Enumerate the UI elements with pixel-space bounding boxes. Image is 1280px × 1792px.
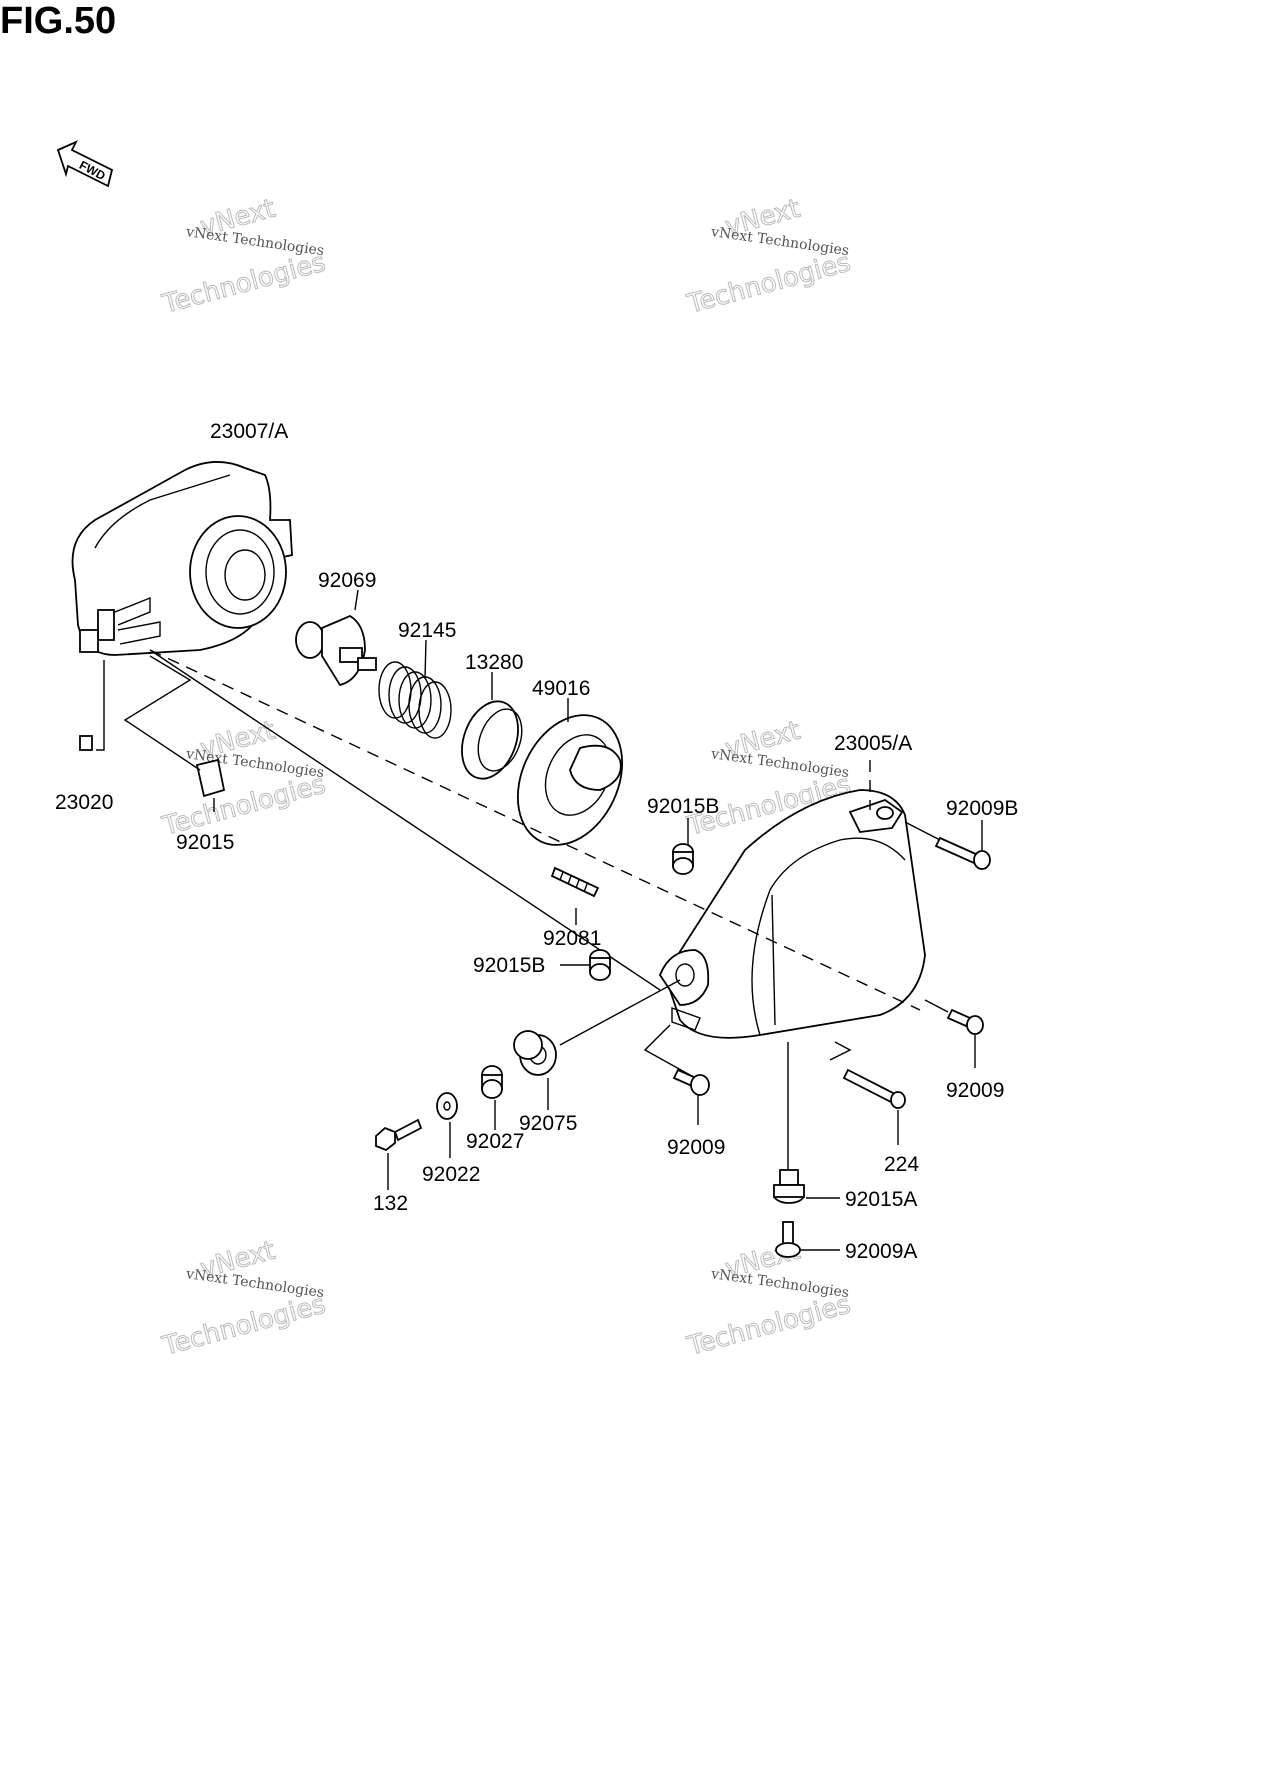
label-92009b: 92009B <box>946 797 1018 820</box>
label-92075: 92075 <box>519 1112 577 1135</box>
leader-grommet-axis <box>559 979 681 1046</box>
collar-92027 <box>481 1065 503 1099</box>
watermark-technologies: Technologies <box>684 248 854 320</box>
label-92015b-top: 92015B <box>647 795 719 818</box>
grommet-92075 <box>513 1030 557 1076</box>
nut-23020 <box>79 735 93 751</box>
label-23020: 23020 <box>55 791 113 814</box>
headlight-case <box>658 789 926 1039</box>
headlight-housing <box>71 461 293 656</box>
assembly-axis-line <box>149 649 661 991</box>
label-92015a: 92015A <box>845 1188 917 1211</box>
label-92081: 92081 <box>543 927 601 950</box>
collar-92015a <box>773 1169 805 1204</box>
label-92069: 92069 <box>318 569 376 592</box>
label-92009a: 92009A <box>845 1240 917 1263</box>
bolt-92009b <box>934 836 991 870</box>
rubber-boot <box>516 714 624 846</box>
label-92015: 92015 <box>176 831 234 854</box>
watermark-bottom-right: vNext vNext Technologies Technologies <box>683 1235 854 1362</box>
clip-92015 <box>195 758 226 798</box>
label-92145: 92145 <box>398 619 456 642</box>
bulb <box>295 614 377 687</box>
watermark-top-right: vNext vNext Technologies Technologies <box>683 193 854 320</box>
adjuster-screw <box>550 866 600 898</box>
screw-224 <box>842 1068 906 1109</box>
label-92022: 92022 <box>422 1163 480 1186</box>
figure-title: FIG.50 <box>0 0 117 42</box>
label-23005a: 23005/A <box>834 732 912 755</box>
label-92009-center: 92009 <box>667 1136 725 1159</box>
spring <box>378 661 452 739</box>
leader-92015-bracket <box>123 655 201 771</box>
watermark-technologies: Technologies <box>684 1290 854 1362</box>
collar-92015b-top <box>672 843 694 875</box>
watermark-top-left: vNext vNext Technologies Technologies <box>158 193 329 320</box>
washer-92022 <box>436 1092 458 1120</box>
label-92015b-mid: 92015B <box>473 954 545 977</box>
leader-92009-right-axis <box>924 999 949 1013</box>
label-224: 224 <box>884 1153 919 1176</box>
watermark-bottom-left: vNext vNext Technologies Technologies <box>158 1235 329 1362</box>
label-49016: 49016 <box>532 677 590 700</box>
watermark-mid-left: vNext vNext Technologies Technologies <box>158 715 329 842</box>
assembly-axis-dashed <box>149 649 921 1011</box>
watermark-technologies: Technologies <box>159 1290 329 1362</box>
leader-92009b-axis <box>904 821 941 841</box>
leader-92009-center-bracket <box>643 1024 691 1076</box>
label-92009-right: 92009 <box>946 1079 1004 1102</box>
label-132: 132 <box>373 1192 408 1215</box>
leader-224-bracket <box>829 1041 852 1061</box>
watermark-technologies: Technologies <box>159 248 329 320</box>
bolt-92009-right <box>946 1008 984 1035</box>
label-13280: 13280 <box>465 651 523 674</box>
collar-92015b-mid <box>589 949 611 981</box>
label-23007a: 23007/A <box>210 420 288 443</box>
bolt-132 <box>375 1118 423 1152</box>
label-92027: 92027 <box>466 1130 524 1153</box>
leader-92145 <box>424 639 427 679</box>
socket <box>461 700 523 780</box>
bolt-92009-center <box>672 1068 710 1096</box>
leader-23020 <box>96 660 105 751</box>
fwd-arrow-icon: FWD <box>56 140 114 188</box>
leader-92069 <box>354 589 359 611</box>
